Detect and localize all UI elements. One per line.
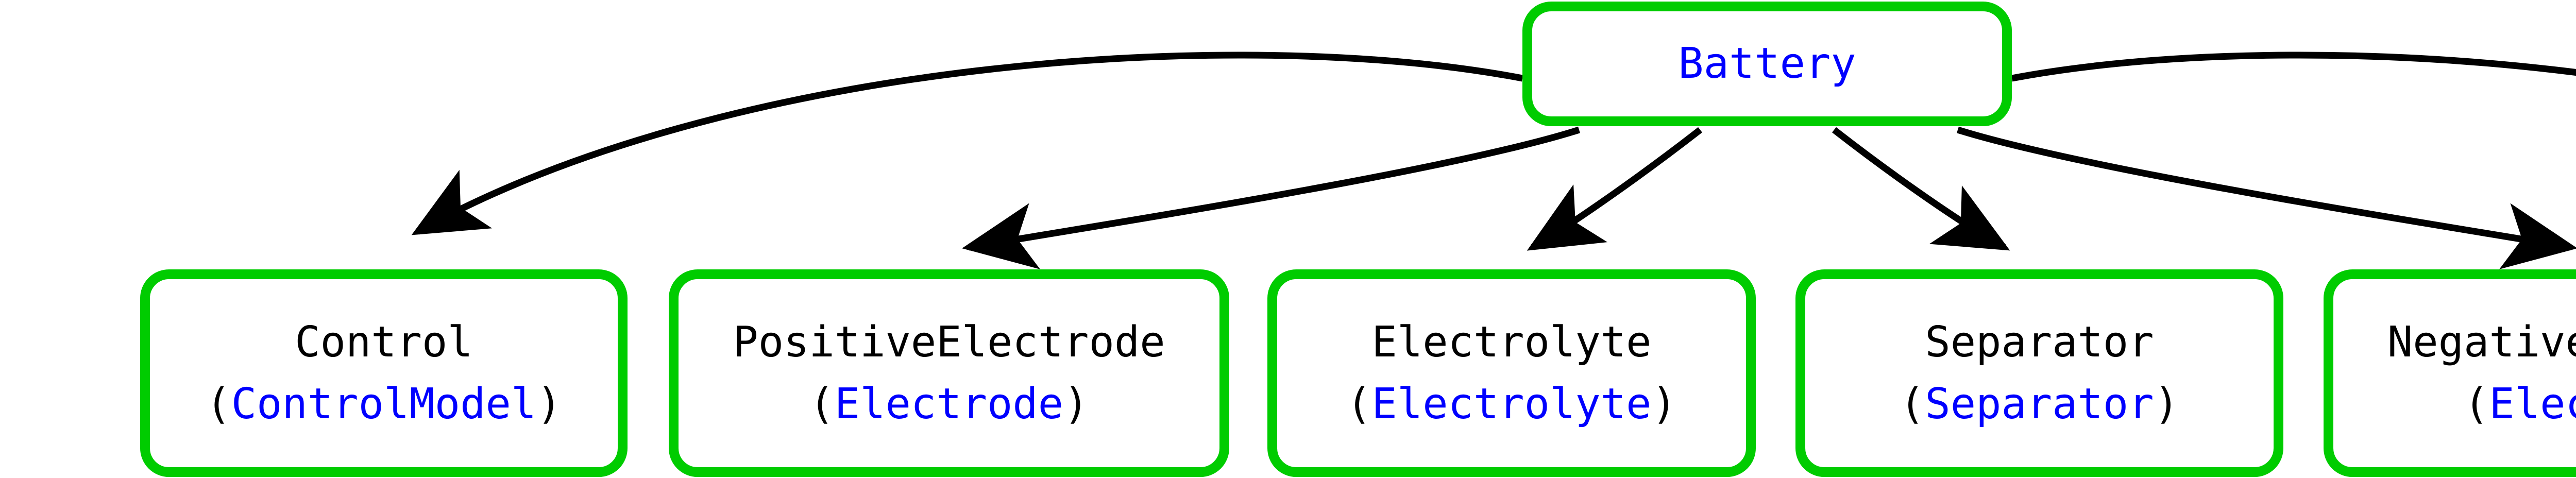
close-paren: )	[1651, 379, 1677, 429]
close-paren: )	[1063, 379, 1089, 429]
node-control-class: (ControlModel)	[206, 373, 562, 435]
node-control-label: Control	[295, 317, 473, 367]
node-negative-electrode[interactable]: NegativeElectrode (Electrode)	[2324, 269, 2576, 477]
edge-battery-to-control	[411, 52, 1523, 235]
node-control[interactable]: Control (ControlModel)	[140, 269, 628, 477]
node-separator[interactable]: Separator (Separator)	[1795, 269, 2283, 477]
close-paren: )	[536, 379, 562, 429]
node-battery-label: Battery	[1678, 39, 1856, 89]
node-positive-electrode-class: (Electrode)	[809, 373, 1089, 435]
edge-battery-to-electrolyte	[1527, 127, 1702, 251]
node-electrolyte[interactable]: Electrolyte (Electrolyte)	[1267, 269, 1756, 477]
node-separator-class: (Separator)	[1900, 373, 2179, 435]
node-electrolyte-class-label: Electrolyte	[1371, 379, 1652, 429]
node-control-class-label: ControlModel	[231, 379, 537, 429]
node-separator-class-label: Separator	[1925, 379, 2154, 429]
close-paren: )	[2154, 379, 2180, 429]
open-paren: (	[1899, 379, 1925, 429]
edge-battery-to-separator	[1832, 127, 2010, 251]
node-negative-electrode-label: NegativeElectrode	[2387, 317, 2576, 367]
node-separator-label: Separator	[1925, 317, 2154, 367]
node-negative-electrode-class: (Electrode)	[2464, 373, 2576, 435]
open-paren: (	[809, 379, 835, 429]
edge-battery-to-thermal	[2011, 52, 2576, 82]
open-paren: (	[206, 379, 231, 429]
open-paren: (	[1346, 379, 1372, 429]
node-electrolyte-label: Electrolyte	[1371, 317, 1652, 367]
node-positive-electrode[interactable]: PositiveElectrode (Electrode)	[669, 269, 1229, 477]
node-negative-electrode-class-label: Electrode	[2489, 379, 2576, 429]
node-positive-electrode-label: PositiveElectrode	[733, 317, 1165, 367]
edge-battery-to-positive-electrode	[962, 126, 1580, 269]
edge-paths	[411, 52, 2576, 269]
open-paren: (	[2463, 379, 2489, 429]
node-battery[interactable]: Battery	[1522, 2, 2012, 126]
node-positive-electrode-class-label: Electrode	[834, 379, 1064, 429]
edge-battery-to-negative-electrode	[1957, 126, 2576, 269]
node-electrolyte-class: (Electrolyte)	[1346, 373, 1677, 435]
